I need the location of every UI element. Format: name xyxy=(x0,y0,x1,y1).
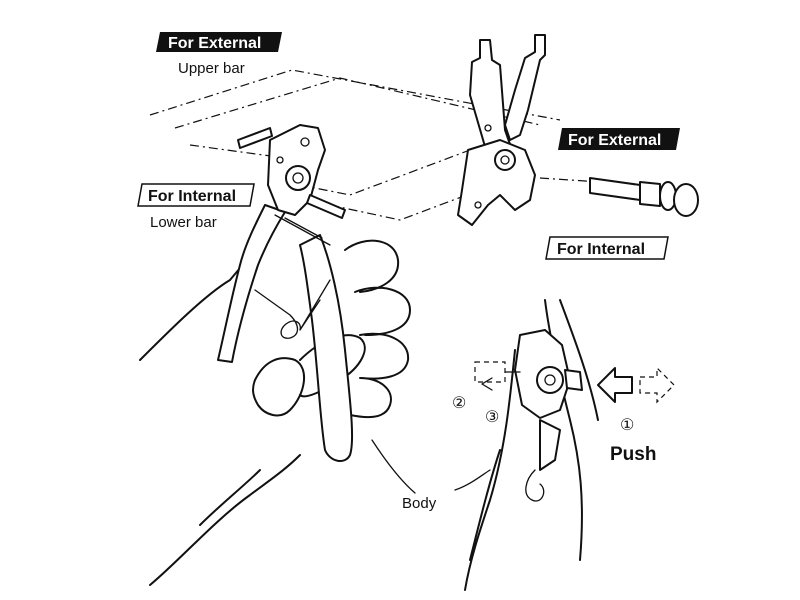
inset-pivot xyxy=(536,366,564,394)
inset-knob xyxy=(564,369,583,391)
adjustment-knob-assembly xyxy=(589,177,699,217)
inset-handle-outline xyxy=(464,299,599,591)
hand-outline xyxy=(139,257,306,586)
for-internal-left-badge: For Internal xyxy=(137,183,255,207)
inset-spring xyxy=(525,469,545,502)
upper-bar-guide-line xyxy=(149,69,561,121)
inset-pivot-center xyxy=(544,374,556,386)
fingers-outline xyxy=(344,239,411,419)
for-internal-right-label: For Internal xyxy=(557,241,645,258)
exploded-hole-b xyxy=(474,201,482,209)
pliers-body-handle xyxy=(299,234,354,462)
upper-pin xyxy=(237,127,273,149)
for-external-top-badge: For External xyxy=(156,32,282,52)
step-2-marker: ② xyxy=(452,395,466,412)
for-external-right-badge: For External xyxy=(558,128,680,150)
push-arrow-dashed xyxy=(639,366,675,404)
pivot-bolt xyxy=(285,165,311,191)
knob-pin-shaft xyxy=(589,177,641,201)
inset-pull-arrow xyxy=(481,377,493,391)
pliers-left-handle xyxy=(217,204,286,363)
main-pliers xyxy=(139,124,411,586)
body-leader-line xyxy=(371,439,416,494)
step-1-marker: ① xyxy=(620,417,634,434)
body-label: Body xyxy=(402,495,437,512)
step-3-marker: ③ xyxy=(485,409,499,426)
jaw-hole-upper xyxy=(300,137,310,147)
upper-jaw-piece-right xyxy=(504,34,546,141)
pivot-guide-line xyxy=(299,149,471,196)
jaw-hole-left xyxy=(276,156,284,164)
knob-cap xyxy=(673,183,699,217)
exploded-pivot-center xyxy=(500,155,510,165)
for-internal-left-label: For Internal xyxy=(148,188,236,205)
inset-lower-jaw xyxy=(539,419,561,471)
push-arrow-solid xyxy=(597,367,633,403)
for-internal-right-badge: For Internal xyxy=(545,236,669,260)
lower-jaw-piece xyxy=(457,139,536,226)
pivot-bolt-center xyxy=(292,172,304,184)
for-external-top-label: For External xyxy=(168,35,261,52)
exploded-jaw xyxy=(457,34,546,226)
lower-bar-label: Lower bar xyxy=(150,214,217,231)
lower-pin xyxy=(306,194,346,219)
return-spring xyxy=(254,279,331,339)
exploded-hole-a xyxy=(484,124,492,132)
upper-bar-label: Upper bar xyxy=(178,60,245,77)
for-external-right-label: For External xyxy=(568,132,661,149)
inset-push-detail xyxy=(464,299,675,591)
exploded-pivot xyxy=(494,149,516,171)
knob-collar xyxy=(639,181,661,207)
push-label: Push xyxy=(610,444,656,465)
body-leader-line-2 xyxy=(454,469,491,491)
lock-bar xyxy=(274,214,331,246)
